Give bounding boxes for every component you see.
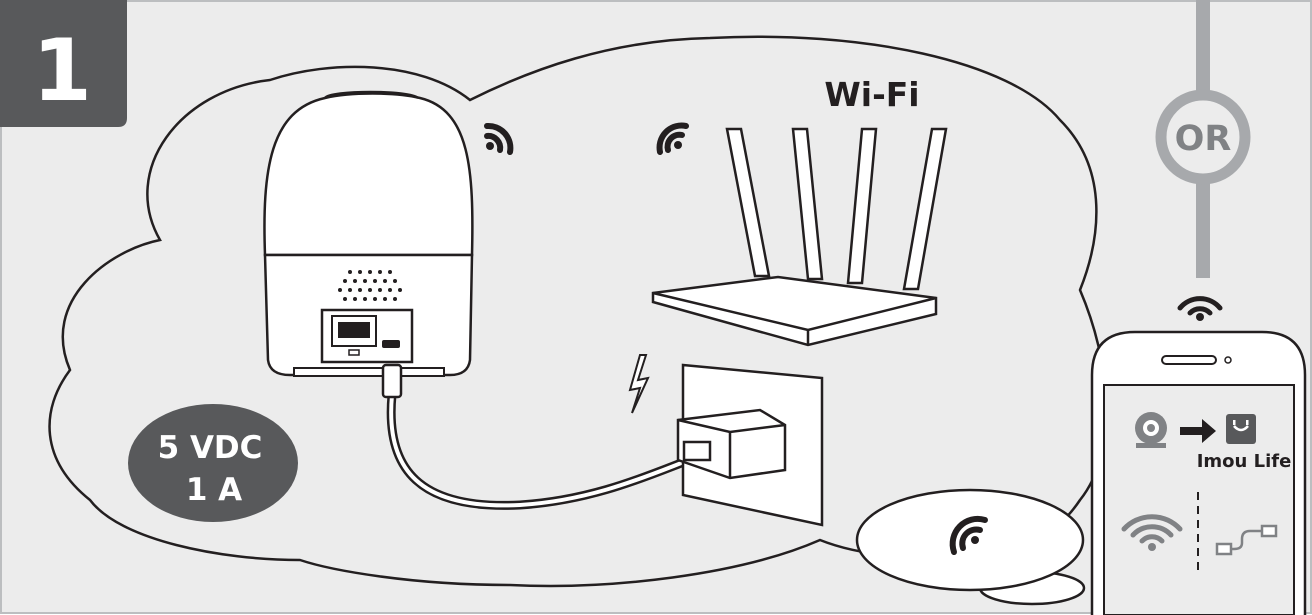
wifi-signal-icon (1177, 296, 1223, 321)
wifi-label: Wi-Fi (824, 75, 919, 114)
smartphone-icon: Imou Life (1090, 330, 1307, 615)
wifi-signal-icon (656, 122, 689, 155)
camera-small-icon (1135, 412, 1167, 448)
power-current: 1 A (186, 472, 242, 508)
camera-port-panel (320, 308, 414, 364)
app-name: Imou Life (1197, 451, 1292, 472)
camera-icon (263, 90, 474, 377)
wifi-signal-icon (484, 122, 514, 155)
speaker-grille (338, 270, 402, 301)
or-divider: OR (1155, 0, 1251, 278)
power-spec-badge: 5 VDC 1 A (128, 404, 298, 522)
wifi-thought-bubble (855, 488, 1086, 606)
power-cable (381, 363, 702, 510)
step-badge: 1 (0, 0, 127, 127)
or-label: OR (1175, 119, 1232, 159)
wifi-signal-icon (949, 515, 988, 555)
micro-usb-port-icon (382, 340, 400, 348)
ethernet-cable-icon (1215, 524, 1278, 556)
power-adapter-icon (676, 408, 787, 480)
imou-life-app-icon (1226, 414, 1256, 444)
step-number: 1 (32, 21, 92, 121)
wifi-signal-icon (1121, 514, 1183, 551)
power-voltage: 5 VDC (158, 430, 263, 466)
router-icon (651, 127, 948, 347)
arrow-right-icon (1180, 419, 1216, 443)
lightning-icon (628, 354, 650, 414)
